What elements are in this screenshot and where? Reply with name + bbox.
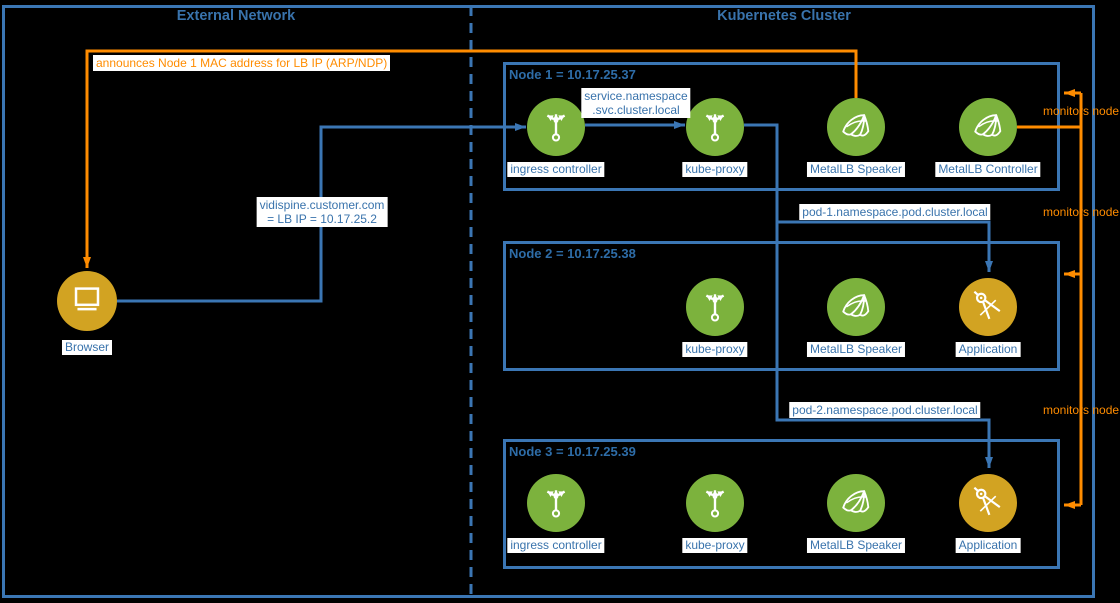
dns-label-line2: = LB IP = 10.17.25.2	[267, 212, 377, 226]
browser-node	[57, 271, 117, 331]
dns-label: vidispine.customer.com = LB IP = 10.17.2…	[256, 197, 388, 227]
component-label: MetalLB Speaker	[806, 538, 906, 553]
component-label: kube-proxy	[682, 538, 748, 553]
node3-ingress-controller	[527, 474, 585, 532]
node2-metallb-speaker	[827, 278, 885, 336]
node2-title: Node 2 = 10.17.25.38	[509, 246, 636, 261]
pod1-arrow-to-node2-app	[777, 220, 993, 272]
component-label: MetalLB Speaker	[806, 342, 906, 357]
external-network-title: External Network	[176, 8, 296, 24]
node1-title: Node 1 = 10.17.25.37	[509, 67, 636, 82]
metallb-wing-icon	[836, 287, 876, 327]
fork-arrows-icon	[536, 483, 576, 523]
node1-metallb-controller	[959, 98, 1017, 156]
component-label: MetalLB Controller	[935, 162, 1041, 177]
component-label: ingress controller	[507, 162, 605, 177]
dns-label-line1: vidispine.customer.com	[259, 198, 385, 212]
monitor-icon	[66, 280, 108, 322]
node1-kube-proxy	[686, 98, 744, 156]
component-label: Application	[955, 538, 1021, 553]
component-label: MetalLB Speaker	[806, 162, 906, 177]
pod2-label: pod-2.namespace.pod.cluster.local	[789, 402, 981, 418]
component-label: ingress controller	[507, 538, 605, 553]
monitors-node2-label: monitors node	[1043, 205, 1120, 219]
announce-label: announces Node 1 MAC address for LB IP (…	[93, 55, 391, 71]
component-label: kube-proxy	[682, 342, 748, 357]
component-label: kube-proxy	[682, 162, 748, 177]
monitors-node3-label: monitors node	[1043, 403, 1120, 417]
node1-metallb-speaker	[827, 98, 885, 156]
compass-icon	[968, 287, 1008, 327]
monitors-trunk-line	[1017, 93, 1083, 505]
node3-title: Node 3 = 10.17.25.39	[509, 444, 636, 459]
service-label-line1: service.namespace	[584, 89, 688, 103]
pod2-arrow-kubeproxy-to-node3-app	[744, 123, 993, 468]
node2-application	[959, 278, 1017, 336]
metallb-wing-icon	[836, 107, 876, 147]
pod1-label: pod-1.namespace.pod.cluster.local	[799, 204, 991, 220]
metallb-wing-icon	[968, 107, 1008, 147]
node3-kube-proxy	[686, 474, 744, 532]
diagram-frame	[2, 5, 1095, 598]
component-label: Application	[955, 342, 1021, 357]
fork-arrows-icon	[536, 107, 576, 147]
metallb-wing-icon	[836, 483, 876, 523]
node3-box	[503, 439, 1060, 569]
node2-box	[503, 241, 1060, 371]
node1-ingress-controller	[527, 98, 585, 156]
service-label-line2: .svc.cluster.local	[592, 103, 680, 117]
fork-arrows-icon	[695, 107, 735, 147]
node3-application	[959, 474, 1017, 532]
fork-arrows-icon	[695, 483, 735, 523]
compass-icon	[968, 483, 1008, 523]
browser-label: Browser	[61, 340, 113, 355]
service-label: service.namespace .svc.cluster.local	[581, 88, 691, 118]
node2-kube-proxy	[686, 278, 744, 336]
node3-metallb-speaker	[827, 474, 885, 532]
announce-arrow-speaker-to-browser	[83, 49, 858, 268]
monitors-node1-label: monitors node	[1043, 104, 1120, 118]
kubernetes-cluster-title: Kubernetes Cluster	[717, 8, 851, 24]
fork-arrows-icon	[695, 287, 735, 327]
